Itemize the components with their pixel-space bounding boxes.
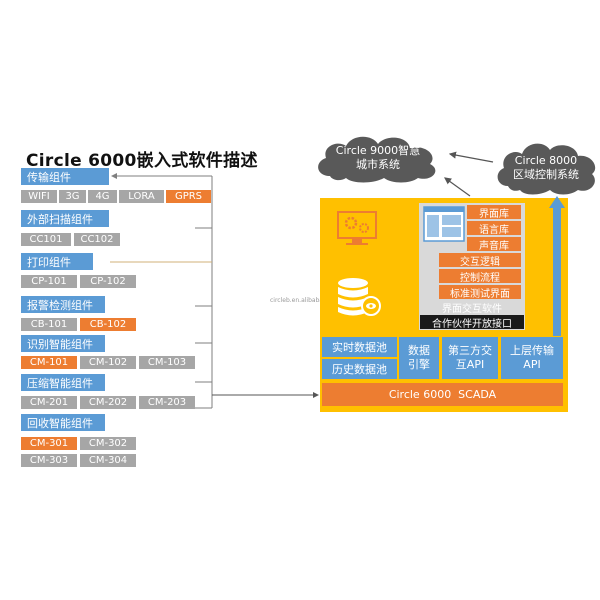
component-header-transport[interactable]: 传输组件	[21, 168, 109, 185]
scada-bar[interactable]: Circle 6000 SCADA	[322, 383, 563, 406]
cloud-circle-8000-label: Circle 8000区域控制系统	[513, 154, 579, 181]
upward-arrow-icon	[549, 196, 565, 336]
component-header-print[interactable]: 打印组件	[21, 253, 93, 270]
component-header-recycle[interactable]: 回收智能组件	[21, 414, 105, 431]
data-engine-label: 数据引擎	[408, 344, 430, 371]
tag-cm102[interactable]: CM-102	[80, 356, 136, 369]
upper-transport-api-label: 上层传输API	[510, 344, 554, 371]
third-party-api-label: 第三方交互API	[448, 344, 492, 371]
control-flow-box[interactable]: 控制流程	[439, 269, 521, 284]
upper-transport-api[interactable]: 上层传输API	[501, 337, 563, 379]
tag-cm304[interactable]: CM-304	[80, 454, 136, 467]
tag-cm103[interactable]: CM-103	[139, 356, 195, 369]
monitor-settings-icon	[337, 211, 377, 245]
tag-cm302[interactable]: CM-302	[80, 437, 136, 450]
watermark: circleb.en.alibaba.com	[270, 297, 338, 304]
history-data-pool[interactable]: 历史数据池	[322, 359, 397, 379]
tag-cp101[interactable]: CP-101	[21, 275, 77, 288]
tag-3g[interactable]: 3G	[59, 190, 86, 203]
tag-cm203[interactable]: CM-203	[139, 396, 195, 409]
tag-cb101[interactable]: CB-101	[21, 318, 77, 331]
standard-test-ui-box[interactable]: 标准测试界面	[439, 285, 521, 300]
cloud-shape-icon	[318, 136, 436, 183]
window-layout-icon	[423, 206, 465, 242]
component-header-scan[interactable]: 外部扫描组件	[21, 210, 109, 227]
tag-cb102[interactable]: CB-102	[80, 318, 136, 331]
tag-cm303[interactable]: CM-303	[21, 454, 77, 467]
database-icon	[338, 278, 381, 316]
tag-gprs[interactable]: GPRS	[166, 190, 211, 203]
tag-4g[interactable]: 4G	[88, 190, 117, 203]
interaction-logic-box[interactable]: 交互逻辑	[439, 253, 521, 268]
data-engine[interactable]: 数据引擎	[399, 337, 439, 379]
language-library-box[interactable]: 语言库	[467, 221, 521, 236]
cloud-circle-8000: Circle 8000区域控制系统	[494, 140, 598, 196]
tag-wifi[interactable]: WIFI	[21, 190, 57, 203]
tag-cm202[interactable]: CM-202	[80, 396, 136, 409]
sound-library-box[interactable]: 声音库	[467, 237, 521, 252]
tag-cc102[interactable]: CC102	[74, 233, 120, 246]
component-header-alarm[interactable]: 报警检测组件	[21, 296, 105, 313]
cloud-circle-9000-label: Circle 9000智慧城市系统	[335, 144, 421, 171]
tag-cc101[interactable]: CC101	[21, 233, 71, 246]
tag-cm201[interactable]: CM-201	[21, 396, 77, 409]
page-title: Circle 6000嵌入式软件描述	[26, 151, 258, 171]
cloud-shape-icon	[497, 143, 596, 195]
tag-cp102[interactable]: CP-102	[80, 275, 136, 288]
component-header-recognition[interactable]: 识别智能组件	[21, 335, 105, 352]
tag-lora[interactable]: LORA	[119, 190, 164, 203]
tag-cm101[interactable]: CM-101	[21, 356, 77, 369]
third-party-api[interactable]: 第三方交互API	[442, 337, 498, 379]
cloud-circle-9000: Circle 9000智慧城市系统	[312, 132, 444, 184]
partner-api-bar[interactable]: 合作伙伴开放接口	[420, 315, 524, 330]
component-header-compression[interactable]: 压缩智能组件	[21, 374, 105, 391]
realtime-data-pool[interactable]: 实时数据池	[322, 337, 397, 357]
ui-software-label: 界面交互软件	[442, 303, 502, 315]
tag-cm301[interactable]: CM-301	[21, 437, 77, 450]
ui-library-box[interactable]: 界面库	[467, 205, 521, 220]
